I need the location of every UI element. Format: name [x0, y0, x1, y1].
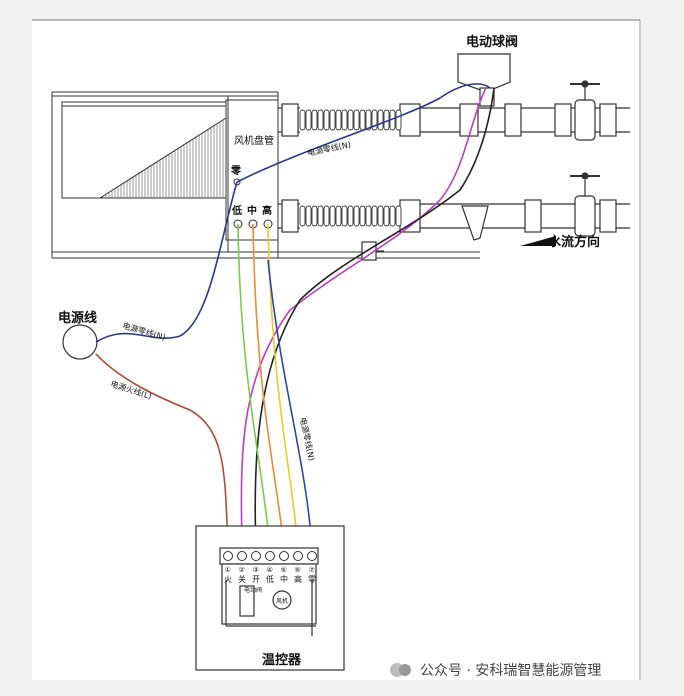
- hose-rib: [365, 109, 372, 131]
- hose-rib: [317, 205, 324, 227]
- gate-valve-top: [570, 80, 600, 141]
- terminal-number: ③: [253, 566, 259, 574]
- hose-rib: [305, 205, 312, 227]
- terminal-name: 火: [224, 575, 232, 584]
- high-terminal-label: 高: [262, 204, 272, 217]
- hose-rib: [335, 205, 342, 227]
- hose-rib: [329, 109, 336, 131]
- terminal-screw: [265, 551, 275, 561]
- terminal-screw: [293, 551, 303, 561]
- hose-rib: [353, 109, 360, 131]
- hose-rib: [383, 205, 390, 227]
- return-pipe: [278, 199, 630, 241]
- hose-rib: [299, 205, 306, 227]
- wire-green: [237, 223, 271, 549]
- fan-coil-unit: [51, 91, 480, 259]
- terminal-screw: [251, 551, 261, 561]
- terminal-name: 开: [252, 575, 260, 584]
- terminal-number: ④: [267, 566, 273, 574]
- hose-rib: [335, 109, 342, 131]
- terminal-name: 低: [266, 574, 274, 584]
- thermostat-label: 温控器: [262, 652, 302, 668]
- hose-rib: [305, 109, 312, 131]
- wire-blue: [267, 259, 313, 549]
- neutral-terminal-label: 零: [230, 164, 242, 177]
- power-source: [62, 324, 98, 360]
- water-flow-label: 水流方向: [548, 234, 600, 250]
- flex-hose-return: [299, 205, 402, 227]
- hose-rib: [323, 205, 330, 227]
- watermark-name: 安科瑞智慧能源管理: [475, 663, 601, 679]
- hose-rib: [311, 205, 318, 227]
- wires: [95, 83, 495, 549]
- fin-edge: [99, 117, 227, 199]
- terminal-screw: [279, 551, 289, 561]
- valve-title: 电动球阀: [466, 34, 518, 50]
- valve-box-label: 电动阀: [244, 586, 262, 594]
- hose-rib: [347, 109, 354, 131]
- flex-hose-supply: [299, 109, 402, 131]
- hose-rib: [377, 205, 384, 227]
- terminal-number: ⑦: [309, 566, 315, 574]
- terminal-name: 中: [280, 574, 288, 584]
- wire-neutral-power: [95, 181, 238, 343]
- water-flow-arrow: [520, 236, 556, 246]
- terminal-number: ②: [239, 566, 245, 574]
- hose-rib: [329, 205, 336, 227]
- hose-rib: [341, 109, 348, 131]
- watermark-prefix: 公众号 ·: [420, 663, 475, 679]
- hose-rib: [389, 205, 396, 227]
- hose-rib: [377, 109, 384, 131]
- terminal-name: 高: [294, 574, 302, 584]
- gate-valve-bottom: [570, 172, 600, 237]
- supply-pipe: [278, 103, 630, 137]
- hose-rib: [311, 109, 318, 131]
- hose-rib: [347, 205, 354, 227]
- hose-rib: [299, 109, 306, 131]
- svg-text:公众号 · 安科瑞智慧能源管理: 公众号 · 安科瑞智慧能源管理: [420, 663, 601, 679]
- hose-rib: [371, 205, 378, 227]
- terminal-name: 零: [308, 575, 316, 584]
- hose-rib: [395, 109, 402, 131]
- electric-ball-valve: [457, 53, 511, 107]
- terminal-screw: [307, 551, 317, 561]
- wire-live: [95, 353, 229, 549]
- hose-rib: [359, 205, 366, 227]
- wire-neutral-fan: [236, 83, 491, 183]
- wire-magenta: [240, 87, 487, 549]
- terminal-name: 关: [238, 574, 246, 584]
- hose-rib: [323, 109, 330, 131]
- motor-label: 风机: [276, 597, 288, 605]
- thermostat-box: [195, 525, 345, 671]
- terminal-number: ⑤: [281, 566, 287, 574]
- hose-rib: [365, 205, 372, 227]
- hose-rib: [359, 109, 366, 131]
- terminal-number: ⑥: [295, 566, 301, 574]
- wire-orange: [252, 223, 285, 549]
- hose-rib: [353, 205, 360, 227]
- hose-rib: [341, 205, 348, 227]
- fan-coil-label: 风机盘管: [234, 134, 274, 147]
- terminal-number: ①: [225, 566, 231, 574]
- watermark: 公众号 · 安科瑞智慧能源管理: [390, 663, 601, 679]
- terminal-screw: [223, 551, 233, 561]
- power-line-label: 电源线: [58, 310, 97, 326]
- low-terminal-label: 低: [231, 204, 242, 217]
- wire-black: [254, 87, 495, 549]
- hose-rib: [395, 205, 402, 227]
- medium-terminal-label: 中: [247, 204, 257, 217]
- terminal-screw: [237, 551, 247, 561]
- fan-coil-fins: [102, 119, 224, 198]
- hose-rib: [317, 109, 324, 131]
